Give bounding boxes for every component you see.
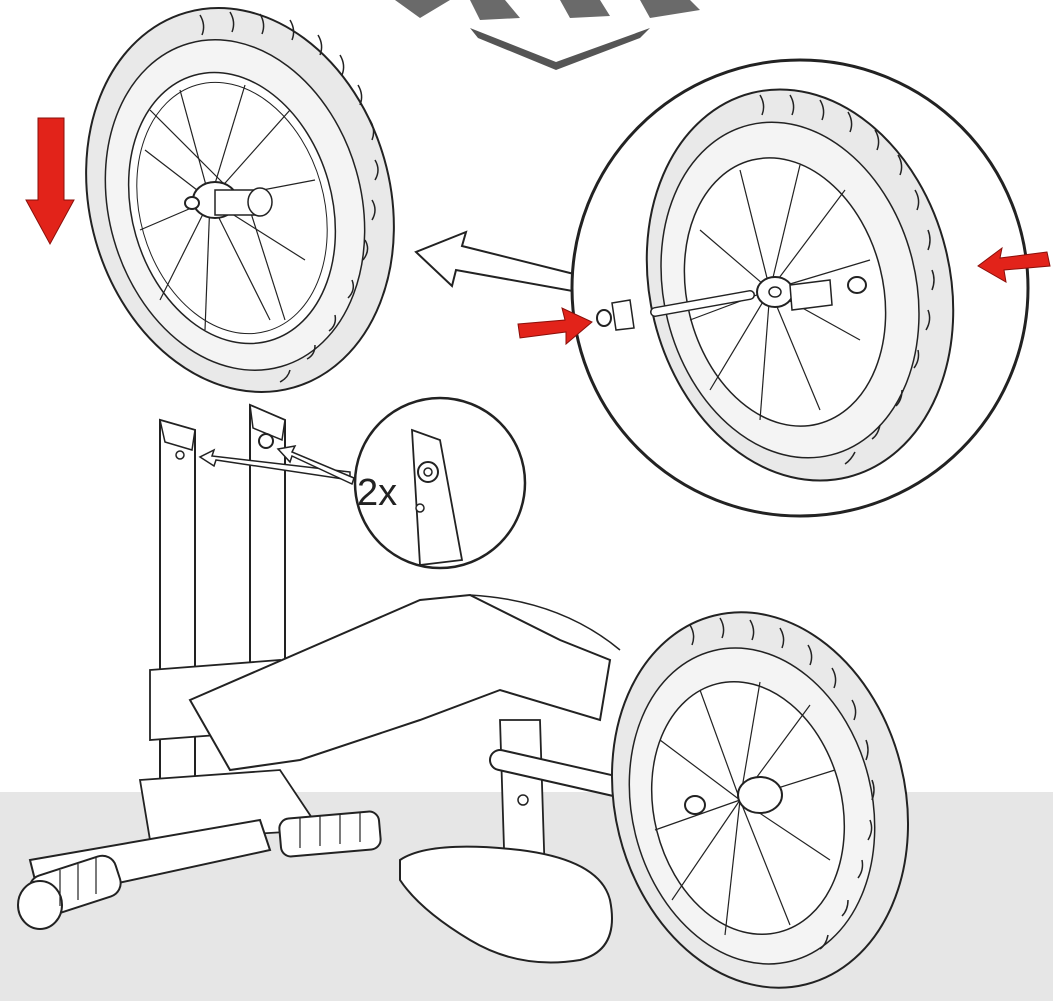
wheel-removed	[85, 7, 395, 393]
outline-arrow-icon	[414, 230, 584, 294]
outline-arrow-icon	[198, 445, 355, 486]
brand-logo	[395, 0, 700, 70]
red-insert-arrow-icon	[517, 246, 1051, 346]
detail-circle-wheel	[570, 58, 1030, 518]
callout-label: 2x	[357, 472, 397, 514]
bike-seat	[399, 845, 613, 964]
handlebar	[17, 810, 382, 930]
detail-circle-dropout: 2x	[353, 396, 527, 570]
red-down-arrow-icon	[25, 117, 75, 246]
rear-wheel	[610, 611, 910, 989]
